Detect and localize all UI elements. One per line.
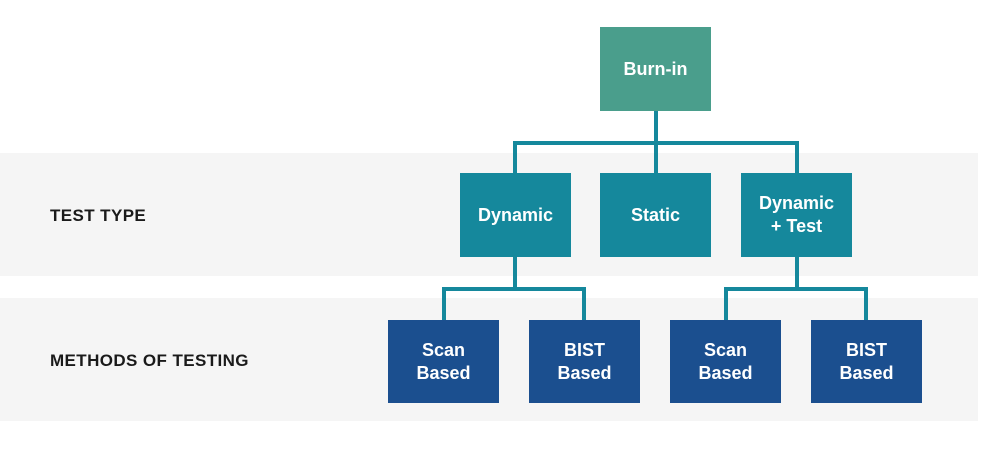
dynamic-plus-test-label-line1: Dynamic (758, 193, 835, 213)
method-label-line2: Based (416, 362, 471, 383)
test-type-row-label: TEST TYPE (50, 206, 147, 225)
dynamic-node: Dynamic (460, 173, 571, 257)
burn-in-node: Burn-in (600, 27, 711, 111)
method-node-scan-right: Scan Based (670, 320, 781, 403)
burn-in-label: Burn-in (623, 58, 688, 79)
method-label-line2: Based (839, 362, 894, 383)
static-label: Static (630, 204, 681, 225)
dynamic-plus-test-node: Dynamic + Test (741, 173, 852, 257)
method-label-line2: Based (698, 362, 753, 383)
static-node: Static (600, 173, 711, 257)
methods-row-label: METHODS OF TESTING (50, 351, 249, 370)
method-label-line2: Based (557, 362, 612, 383)
dynamic-label: Dynamic (477, 204, 554, 225)
method-label-line1: BIST (563, 339, 605, 360)
method-node-scan-left: Scan Based (388, 320, 499, 403)
method-node-bist-right: BIST Based (811, 320, 922, 403)
method-node-bist-left: BIST Based (529, 320, 640, 403)
method-label-line1: BIST (845, 339, 887, 360)
dynamic-plus-test-label-line2: + Test (770, 216, 823, 236)
method-label-line1: Scan (421, 339, 466, 360)
method-label-line1: Scan (703, 339, 748, 360)
